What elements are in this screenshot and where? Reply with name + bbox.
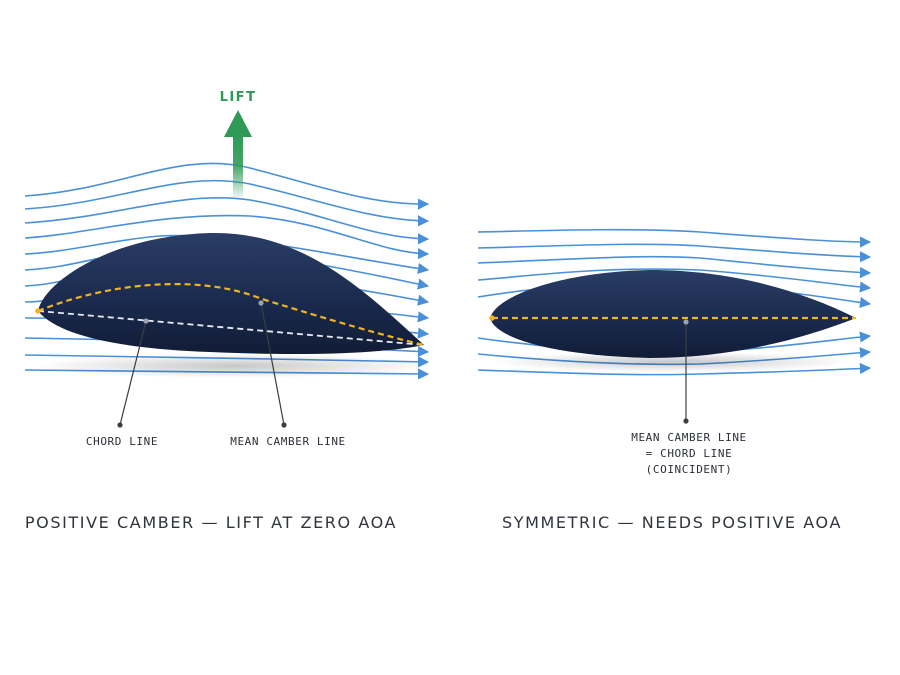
camber-leader xyxy=(260,302,285,426)
camber-leader-end xyxy=(281,422,287,428)
streamline xyxy=(24,162,430,210)
chord-line-label: CHORD LINE xyxy=(86,435,158,448)
symmetric-airfoil-shadow xyxy=(492,352,852,372)
chord-leader-dot xyxy=(143,318,149,324)
streamline xyxy=(24,197,430,245)
symmetric-label-line3: (COINCIDENT) xyxy=(646,463,733,476)
right-panel-title: SYMMETRIC — NEEDS POSITIVE AOA xyxy=(502,513,842,532)
symmetric-label-line2: = CHORD LINE xyxy=(646,447,733,460)
streamline xyxy=(24,214,430,260)
camber-leader-dot xyxy=(258,300,264,306)
symmetric-leading-edge-dot xyxy=(489,315,495,321)
symmetric-airfoil-body xyxy=(490,270,856,358)
symmetric-leader-dot xyxy=(683,319,689,325)
symmetric-leader-end xyxy=(683,418,689,424)
streamline xyxy=(477,243,872,263)
mean-camber-line xyxy=(37,283,425,347)
streamline xyxy=(477,255,872,279)
airfoil-shadow xyxy=(35,354,435,378)
mean-camber-line-label: MEAN CAMBER LINE xyxy=(230,435,346,448)
symmetric-airfoil-panel: MEAN CAMBER LINE = CHORD LINE (COINCIDEN… xyxy=(477,228,872,532)
streamline xyxy=(477,268,872,293)
lift-arrow xyxy=(224,110,252,197)
left-panel-title: POSITIVE CAMBER — LIFT AT ZERO AOA xyxy=(25,513,397,532)
lift-arrow-head xyxy=(224,110,252,137)
cambered-airfoil-panel: CHORD LINE MEAN CAMBER LINE LIFT POSITIV… xyxy=(25,90,435,532)
streamline xyxy=(477,228,872,248)
chord-leader xyxy=(119,320,147,426)
lift-arrow-shaft xyxy=(233,133,243,197)
chord-line xyxy=(37,310,425,346)
streamline xyxy=(477,362,872,376)
cambered-airfoil-body xyxy=(38,232,424,354)
leading-edge-dot xyxy=(35,308,41,314)
lift-label: LIFT xyxy=(220,90,257,105)
streamline xyxy=(24,179,430,227)
symmetric-label-line1: MEAN CAMBER LINE xyxy=(631,431,747,444)
chord-leader-end xyxy=(117,422,123,428)
